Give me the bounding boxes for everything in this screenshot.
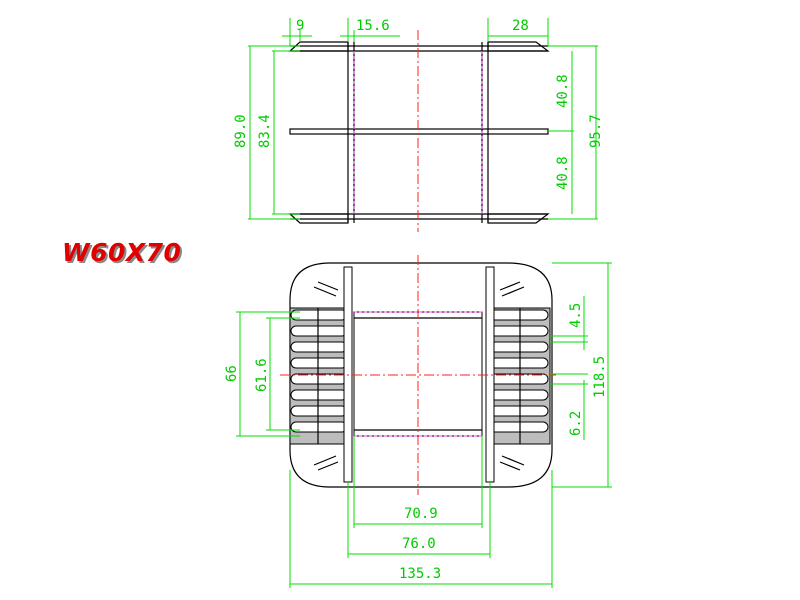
dim-inner-height: 83.4 (257, 114, 273, 148)
dim-tube-wall: 15.6 (356, 18, 390, 34)
slot (499, 461, 521, 471)
pin-slot (290, 405, 348, 417)
left-pin-array (289, 307, 349, 445)
pin-slot (290, 357, 348, 369)
dim-total-height: 89.0 (233, 114, 249, 148)
pin-slot (489, 341, 549, 353)
dim-lower-half: 40.8 (555, 156, 571, 190)
pin-slot (290, 389, 348, 401)
dim-window-inner: 61.6 (254, 358, 270, 392)
slot (499, 281, 521, 291)
dim-total-width: 135.3 (399, 566, 441, 582)
slot (313, 286, 337, 297)
part-title: W60X70 (62, 238, 182, 267)
dim-inner-width: 70.9 (404, 506, 438, 522)
dim-side-gap: 28 (512, 18, 529, 34)
slot (317, 281, 339, 291)
dim-upper-half: 40.8 (555, 74, 571, 108)
slot (501, 286, 525, 297)
pin-slot (489, 357, 549, 369)
pin-slot (290, 325, 348, 337)
pin-slot (489, 421, 549, 433)
pin-slot (489, 405, 549, 417)
slot (501, 455, 525, 466)
front-view: 66 61.6 4.5 6.2 118.5 70.9 76.0 135.3 (224, 255, 612, 588)
slot (313, 455, 337, 466)
dim-pin-spacing: 6.2 (568, 411, 584, 436)
right-pin-array (487, 307, 551, 445)
center-divider (289, 128, 549, 135)
top-view: 9 15.6 28 89.0 83.4 40.8 40.8 95.7 (233, 18, 604, 232)
pin-slot (489, 309, 549, 321)
dim-pin-pitch: 4.5 (568, 303, 584, 328)
dim-flange: 9 (296, 18, 304, 34)
pin-slot (489, 389, 549, 401)
dim-overall-height: 95.7 (588, 114, 604, 148)
dim-outer-width: 76.0 (402, 536, 436, 552)
flange-outline (289, 262, 553, 488)
pin-slot (489, 325, 549, 337)
slot (317, 461, 339, 471)
dim-front-total-height: 118.5 (592, 356, 608, 398)
pin-slot (290, 341, 348, 353)
dim-window-outer: 66 (224, 365, 240, 382)
